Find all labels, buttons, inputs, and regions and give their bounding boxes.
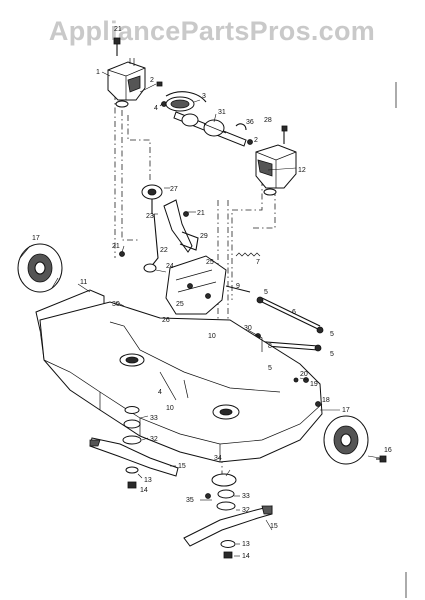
right-wheel — [323, 415, 369, 465]
callout-33-right: 33 — [242, 493, 250, 500]
callout-2-left: 2 — [150, 77, 154, 84]
wheel-bolt — [376, 455, 387, 463]
callout-3: 3 — [202, 93, 206, 100]
callout-25-top: 25 — [206, 259, 214, 266]
left-gearbox — [107, 58, 146, 108]
leader-lines — [77, 71, 381, 557]
callout-29: 29 — [200, 233, 208, 240]
callout-28: 28 — [264, 117, 272, 124]
callout-15-left: 15 — [178, 463, 186, 470]
callout-35: 35 — [186, 497, 194, 504]
callout-32-left: 32 — [150, 436, 158, 443]
callout-5-low: 5 — [330, 351, 334, 358]
left-wheel — [17, 243, 63, 293]
watermark-text: AppliancePartsPros.com — [49, 16, 375, 46]
callout-1: 1 — [96, 69, 100, 76]
callout-33-left: 33 — [150, 415, 158, 422]
tension-spring — [235, 252, 261, 257]
callout-11: 11 — [80, 279, 87, 286]
callout-5-bot: 5 — [268, 365, 272, 372]
callout-27: 27 — [170, 186, 178, 193]
idler-pulley — [141, 184, 163, 214]
mower-deck — [39, 301, 323, 463]
center-bracket-plate — [119, 251, 251, 315]
left-blade-assembly — [89, 406, 179, 489]
callout-21-top: 21 — [114, 26, 122, 33]
callout-15-right: 15 — [270, 523, 278, 530]
callout-9: 9 — [236, 283, 240, 290]
callout-labels: 21 1 2 3 4 31 36 28 2 12 27 21 23 29 17 … — [32, 26, 392, 560]
callout-21-mid: 21 — [197, 210, 205, 217]
callout-12: 12 — [298, 167, 306, 174]
callout-17-right: 17 — [342, 407, 350, 414]
callout-20: 20 — [300, 371, 308, 378]
callout-26: 26 — [162, 317, 170, 324]
idler-arm-linkage — [143, 199, 193, 273]
callout-7: 7 — [256, 259, 260, 266]
right-side-hardware — [293, 377, 321, 407]
callout-36: 36 — [246, 119, 254, 126]
callout-25-mid: 25 — [176, 301, 184, 308]
callout-5-top: 5 — [264, 289, 268, 296]
callout-22: 22 — [160, 247, 168, 254]
pulley-upper — [165, 91, 207, 112]
callout-19: 19 — [310, 381, 318, 388]
callout-8: 8 — [268, 343, 272, 350]
callout-16: 16 — [384, 447, 392, 454]
callout-6: 6 — [292, 309, 296, 316]
callout-14-right: 14 — [242, 553, 250, 560]
callout-17-left: 17 — [32, 235, 40, 242]
callout-30-left: 30 — [112, 301, 120, 308]
spindle-shaft — [173, 111, 247, 147]
right-blade-assembly — [183, 473, 273, 559]
callout-5-mid: 5 — [330, 331, 334, 338]
callout-18: 18 — [322, 397, 330, 404]
callout-4-top: 4 — [154, 105, 158, 112]
callout-4-deck: 4 — [158, 389, 162, 396]
clip-and-bolt-right — [235, 123, 288, 145]
right-gearbox — [255, 144, 297, 196]
callout-10: 10 — [208, 333, 216, 340]
callout-32-right: 32 — [242, 507, 250, 514]
key-and-washer-left — [156, 81, 167, 107]
bolt-top — [113, 37, 121, 56]
callout-23: 23 — [146, 213, 154, 220]
callout-2-right: 2 — [254, 137, 258, 144]
callout-10-deck: 10 — [166, 405, 174, 412]
callout-31: 31 — [218, 109, 226, 116]
bracket-link-29 — [179, 231, 199, 251]
callout-34: 34 — [214, 455, 222, 462]
callout-13-left: 13 — [144, 477, 152, 484]
callout-24: 24 — [166, 263, 174, 270]
callout-14-left: 14 — [140, 487, 148, 494]
callout-30-right: 30 — [244, 325, 252, 332]
callout-21-low: 21 — [112, 243, 120, 250]
callout-13-right: 13 — [242, 541, 250, 548]
